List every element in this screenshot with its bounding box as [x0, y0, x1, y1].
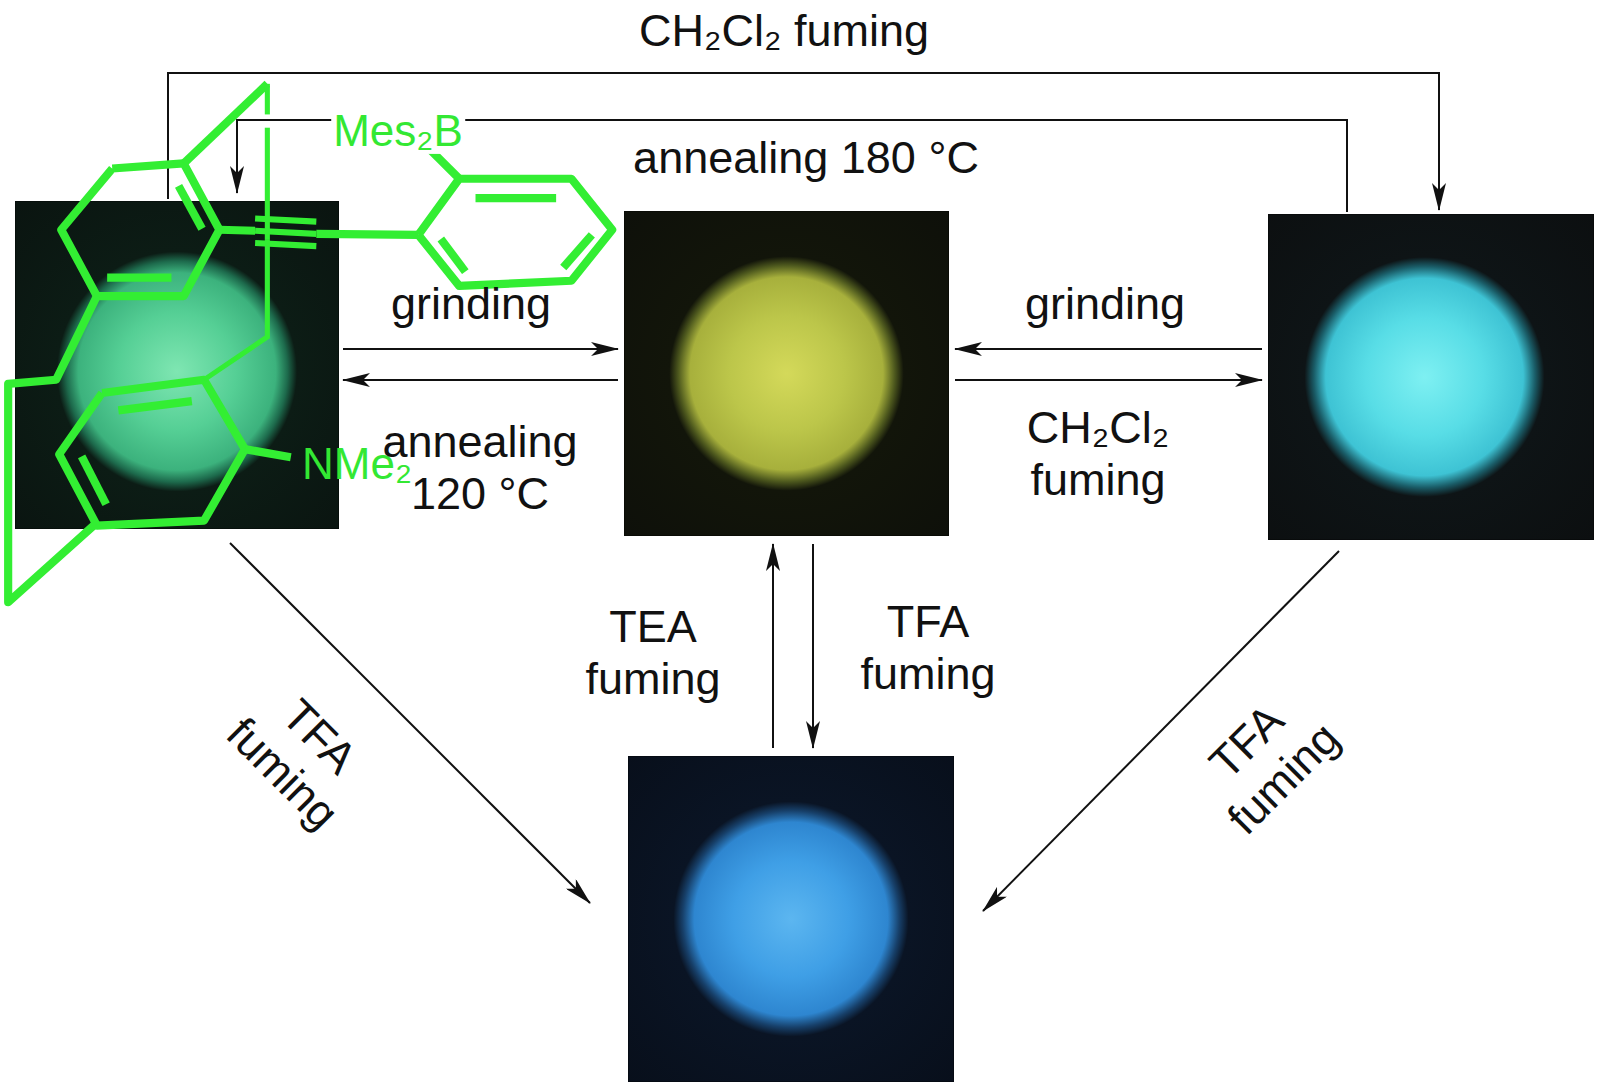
reaction-arrow — [343, 379, 618, 381]
luminescence-photo — [624, 211, 949, 536]
reaction-arrow — [955, 379, 1262, 381]
condition-label: annealing 180 °C — [633, 132, 979, 184]
condition-label: TFA fuming — [860, 596, 995, 700]
condition-label: TFA fuming — [1181, 676, 1350, 845]
luminescence-photo: Mes₂BNMe₂ — [15, 201, 339, 529]
condition-label: grinding — [1025, 278, 1185, 330]
luminescence-photo — [1268, 214, 1594, 540]
condition-label: grinding — [391, 278, 551, 330]
reaction-arrow — [168, 73, 1439, 210]
reaction-arrow — [772, 544, 774, 748]
condition-label: CH₂Cl₂ fuming — [1027, 402, 1169, 506]
luminescence-photo — [628, 756, 954, 1082]
condition-label: annealing 120 °C — [382, 416, 577, 520]
condition-label: TEA fuming — [585, 601, 720, 705]
condition-label: CH₂Cl₂ fuming — [639, 5, 929, 57]
atom-label: Mes₂B — [331, 108, 465, 154]
reaction-arrow — [343, 348, 618, 350]
condition-label: TFA fuming — [217, 671, 386, 840]
reaction-arrow — [812, 544, 814, 748]
reaction-arrow — [955, 348, 1262, 350]
